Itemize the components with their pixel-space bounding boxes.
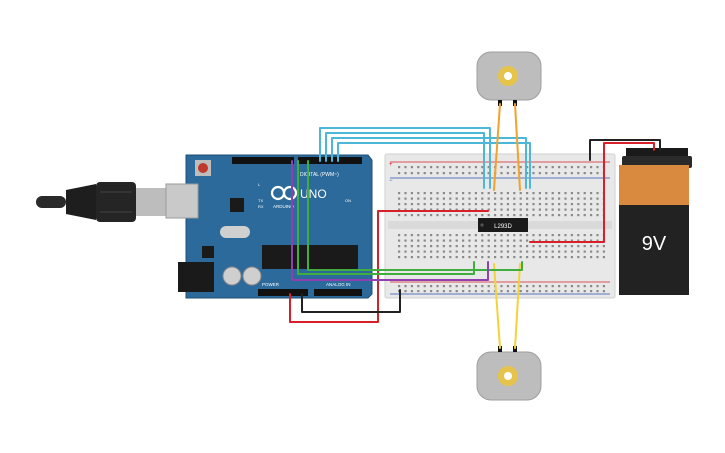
rail-minus-label: −: [389, 178, 393, 184]
wire-green-2[interactable]: [307, 160, 523, 271]
digital-pins-label: DIGITAL (PWM~): [300, 172, 339, 178]
led-l-label: L: [258, 182, 261, 187]
wire-orange-2[interactable]: [514, 103, 521, 191]
l293d-chip[interactable]: L293D: [478, 218, 528, 232]
wire-green-1[interactable]: [297, 160, 475, 275]
arduino-uno-board[interactable]: UNO ARDUINO DIGITAL (PWM~) POWER ANALOG …: [165, 154, 373, 299]
dc-motor-top[interactable]: [476, 51, 542, 106]
led-rx-label: RX: [258, 204, 264, 209]
wire-cyan-4[interactable]: [337, 142, 531, 189]
usb-cable[interactable]: [36, 182, 166, 222]
led-on-label: ON: [345, 198, 351, 203]
l293d-label: L293D: [494, 224, 512, 230]
power-pins-label: POWER: [262, 282, 280, 287]
wire-cyan-2[interactable]: [325, 132, 485, 189]
led-tx-label: TX: [258, 198, 263, 203]
wire-yellow-1[interactable]: [493, 263, 501, 349]
battery-9v[interactable]: 9V: [619, 148, 692, 295]
arduino-logo-text: ARDUINO: [273, 204, 294, 209]
wire-orange-1[interactable]: [493, 103, 501, 191]
battery-label: 9V: [642, 233, 667, 255]
breadboard-holes: [398, 166, 605, 293]
wire-red-arduino[interactable]: [289, 210, 489, 323]
rail-plus-label: +: [389, 162, 393, 168]
wire-yellow-2[interactable]: [514, 263, 521, 349]
wire-purple[interactable]: [291, 160, 489, 281]
arduino-logo-icon: [270, 185, 298, 201]
analog-pins-label: ANALOG IN: [326, 282, 351, 287]
wire-cyan-3[interactable]: [331, 137, 527, 189]
dc-motor-bottom[interactable]: [476, 346, 542, 401]
wire-cyan-1[interactable]: [319, 127, 491, 189]
arduino-uno-label: UNO: [300, 187, 327, 201]
wire-black-arduino[interactable]: [301, 289, 401, 313]
wire-red-battery[interactable]: [529, 142, 655, 243]
wire-black-battery[interactable]: [589, 139, 661, 161]
wires: [289, 103, 661, 349]
